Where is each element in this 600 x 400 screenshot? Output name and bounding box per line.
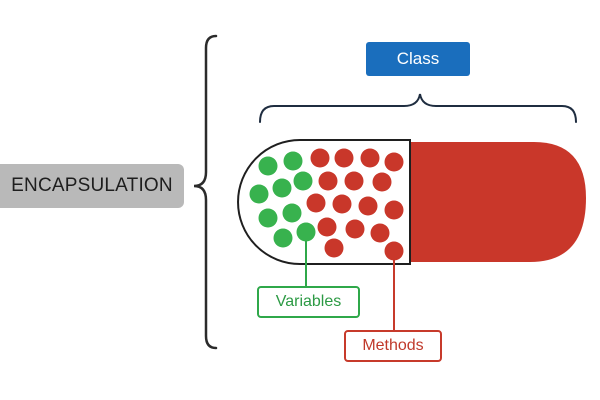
method-dot xyxy=(318,171,338,191)
class-brace xyxy=(259,93,577,123)
method-dot xyxy=(344,171,364,191)
method-dot xyxy=(370,223,390,243)
variable-dot xyxy=(282,203,302,223)
method-dot xyxy=(306,193,326,213)
method-dot xyxy=(345,219,365,239)
variable-dot xyxy=(258,208,278,228)
variable-dots xyxy=(249,151,316,248)
method-dot xyxy=(317,217,337,237)
left-brace xyxy=(193,34,218,350)
variable-dot xyxy=(272,178,292,198)
variable-dot xyxy=(258,156,278,176)
method-dot xyxy=(372,172,392,192)
variable-dot xyxy=(296,222,316,242)
variable-dot xyxy=(293,171,313,191)
methods-label: Methods xyxy=(344,330,442,362)
method-dot xyxy=(334,148,354,168)
class-label: Class xyxy=(366,42,470,76)
method-dots xyxy=(306,148,404,261)
variable-dot xyxy=(273,228,293,248)
variable-dot xyxy=(249,184,269,204)
method-dot xyxy=(384,152,404,172)
method-dot xyxy=(324,238,344,258)
method-dot xyxy=(310,148,330,168)
variable-dot xyxy=(283,151,303,171)
variables-label: Variables xyxy=(257,286,360,318)
method-dot xyxy=(360,148,380,168)
method-dot xyxy=(384,200,404,220)
capsule-methods-half xyxy=(408,142,586,262)
method-dot xyxy=(358,196,378,216)
method-dot xyxy=(332,194,352,214)
method-dot xyxy=(384,241,404,261)
encapsulation-label: ENCAPSULATION xyxy=(0,164,184,208)
